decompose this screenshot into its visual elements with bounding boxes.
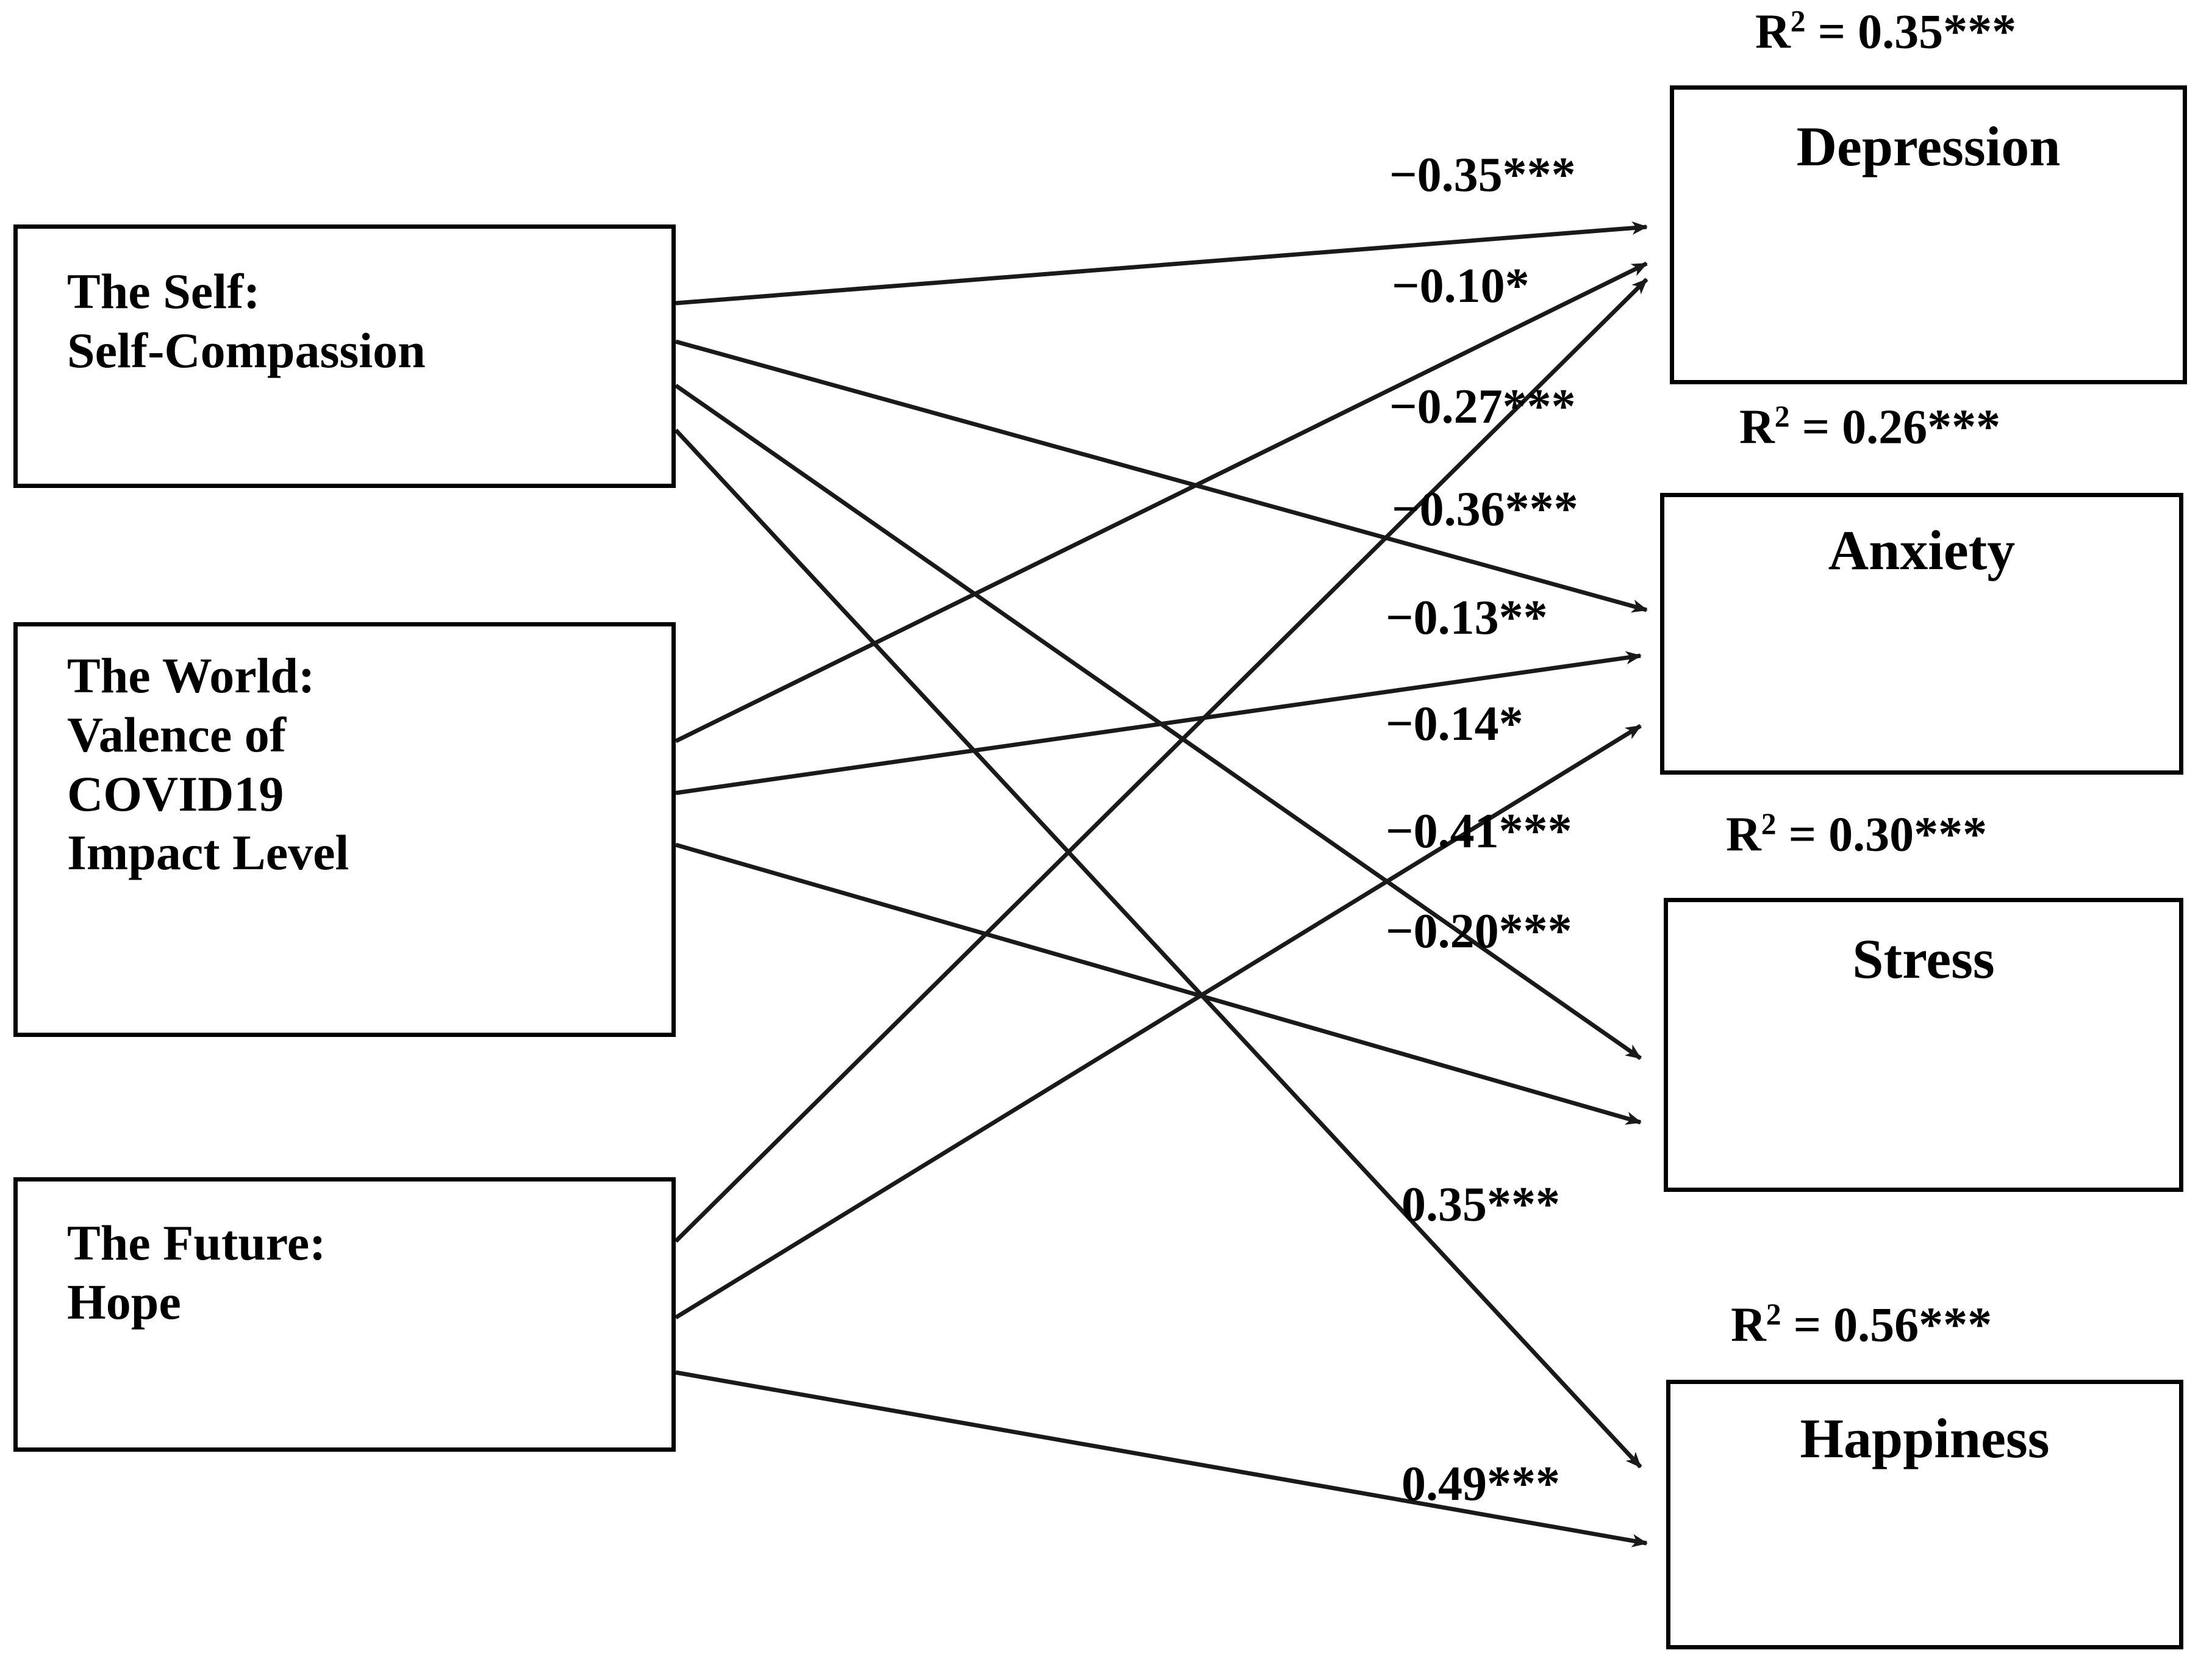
predictor-box-self[interactable]: [13, 224, 676, 488]
outcome-label-depression: Depression: [1796, 115, 2061, 178]
outcome-box-stress[interactable]: [1664, 898, 2183, 1192]
outcome-box-depression[interactable]: [1670, 85, 2187, 384]
predictor-label-self: The Self: Self-Compassion: [67, 264, 426, 378]
path-arrow-world-depression: [675, 261, 1648, 744]
r2-value-happiness: = 0.56***: [1781, 1298, 1992, 1352]
r2-exponent-happiness: 2: [1766, 1297, 1781, 1331]
r2-exponent-depression: 2: [1790, 4, 1806, 38]
r2-symbol-anxiety: R: [1739, 400, 1775, 454]
outcome-label-stress: Stress: [1852, 928, 1995, 990]
r2-label-anxiety: R2 = 0.26***: [1739, 399, 2000, 456]
outcome-box-anxiety[interactable]: [1660, 493, 2183, 775]
r2-symbol-depression: R: [1755, 5, 1791, 59]
r2-exponent-anxiety: 2: [1774, 400, 1790, 433]
path-label-future-happiness: 0.49***: [1401, 1457, 1560, 1511]
path-arrow-world-anxiety: [675, 651, 1642, 795]
path-label-self-happiness: 0.35***: [1401, 1178, 1560, 1232]
path-arrow-world-stress: [675, 842, 1642, 1125]
path-arrow-self-anxiety: [675, 339, 1648, 613]
path-label-world-depression: −0.10*: [1392, 259, 1530, 313]
path-arrow-future-depression: [674, 278, 1648, 1243]
path-label-self-stress: −0.41***: [1386, 805, 1572, 858]
predictor-box-world[interactable]: [13, 622, 676, 1037]
path-arrow-self-depression: [675, 221, 1648, 306]
predictor-box-future[interactable]: [13, 1177, 676, 1452]
path-label-self-depression: −0.35***: [1389, 148, 1576, 202]
path-arrow-future-happiness: [675, 1370, 1648, 1547]
outcome-label-anxiety: Anxiety: [1828, 519, 2016, 581]
r2-label-depression: R2 = 0.35***: [1755, 4, 2016, 60]
r2-value-depression: = 0.35***: [1805, 5, 2017, 59]
predictor-label-world: The World: Valence of COVID19 Impact Lev…: [67, 648, 349, 881]
path-label-future-depression: −0.27***: [1389, 380, 1576, 434]
path-arrow-future-anxiety: [675, 724, 1642, 1319]
outcome-box-happiness[interactable]: [1666, 1380, 2183, 1649]
path-label-self-anxiety: −0.36***: [1392, 482, 1578, 536]
r2-label-happiness: R2 = 0.56***: [1731, 1297, 1992, 1354]
path-arrow-self-happiness: [674, 428, 1642, 1469]
path-arrow-self-stress: [674, 384, 1642, 1060]
r2-value-anxiety: = 0.26***: [1789, 400, 2001, 454]
path-label-world-anxiety: −0.13**: [1386, 591, 1548, 645]
r2-exponent-stress: 2: [1761, 807, 1777, 841]
outcome-label-happiness: Happiness: [1800, 1407, 2050, 1469]
r2-value-stress: = 0.30***: [1776, 808, 1988, 862]
r2-label-stress: R2 = 0.30***: [1726, 806, 1987, 863]
predictor-label-future: The Future: Hope: [67, 1215, 326, 1330]
r2-symbol-stress: R: [1726, 808, 1761, 862]
path-label-future-anxiety: −0.14*: [1386, 697, 1523, 751]
r2-symbol-happiness: R: [1731, 1298, 1766, 1352]
path-label-world-stress: −0.20***: [1386, 905, 1572, 958]
